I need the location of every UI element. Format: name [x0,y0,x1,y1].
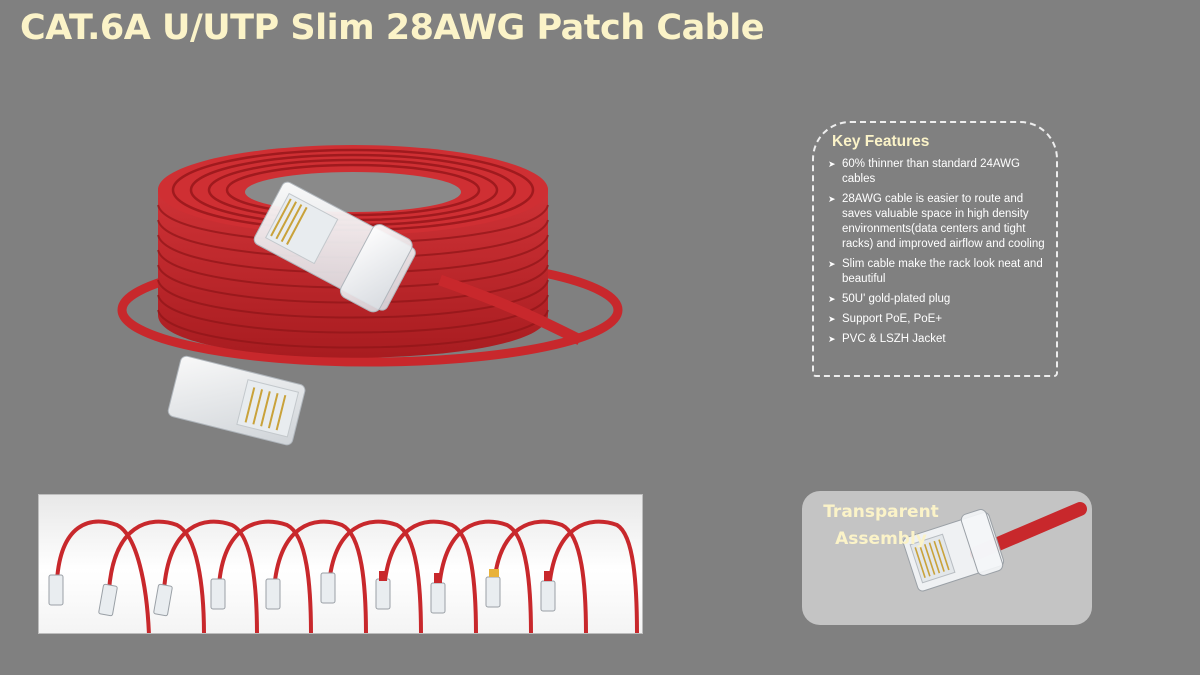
transparent-assembly-box: Transparent Assembly [802,491,1092,625]
feature-item: ➤Support PoE, PoE+ [828,313,943,325]
transparent-plug-image [902,502,1087,592]
arrowhead-bullet-icon: ➤ [828,159,836,169]
arrowhead-bullet-icon: ➤ [828,194,836,204]
key-features-box: Key Features ➤60% thinner than standard … [812,121,1058,377]
transparent-assembly-label: Transparent Assembly [823,502,939,549]
key-features-list: ➤60% thinner than standard 24AWG cables … [828,157,1046,347]
feature-item: ➤60% thinner than standard 24AWG cables [828,158,1020,185]
arrowhead-bullet-icon: ➤ [828,334,836,344]
key-features-heading: Key Features [832,133,930,150]
feature-item: ➤50U' gold-plated plug [828,293,951,305]
feature-item: ➤PVC & LSZH Jacket [828,333,946,345]
feature-item: ➤Slim cable make the rack look neat and … [828,258,1043,285]
cable-arches-image [38,494,643,634]
cable-arches-drawing [48,519,639,633]
arrowhead-bullet-icon: ➤ [828,259,836,269]
feature-item: ➤28AWG cable is easier to route and save… [828,193,1045,250]
arrowhead-bullet-icon: ➤ [828,314,836,324]
page-title: CAT.6A U/UTP Slim 28AWG Patch Cable [20,8,764,48]
coiled-cable-image [117,145,623,446]
arrowhead-bullet-icon: ➤ [828,294,836,304]
